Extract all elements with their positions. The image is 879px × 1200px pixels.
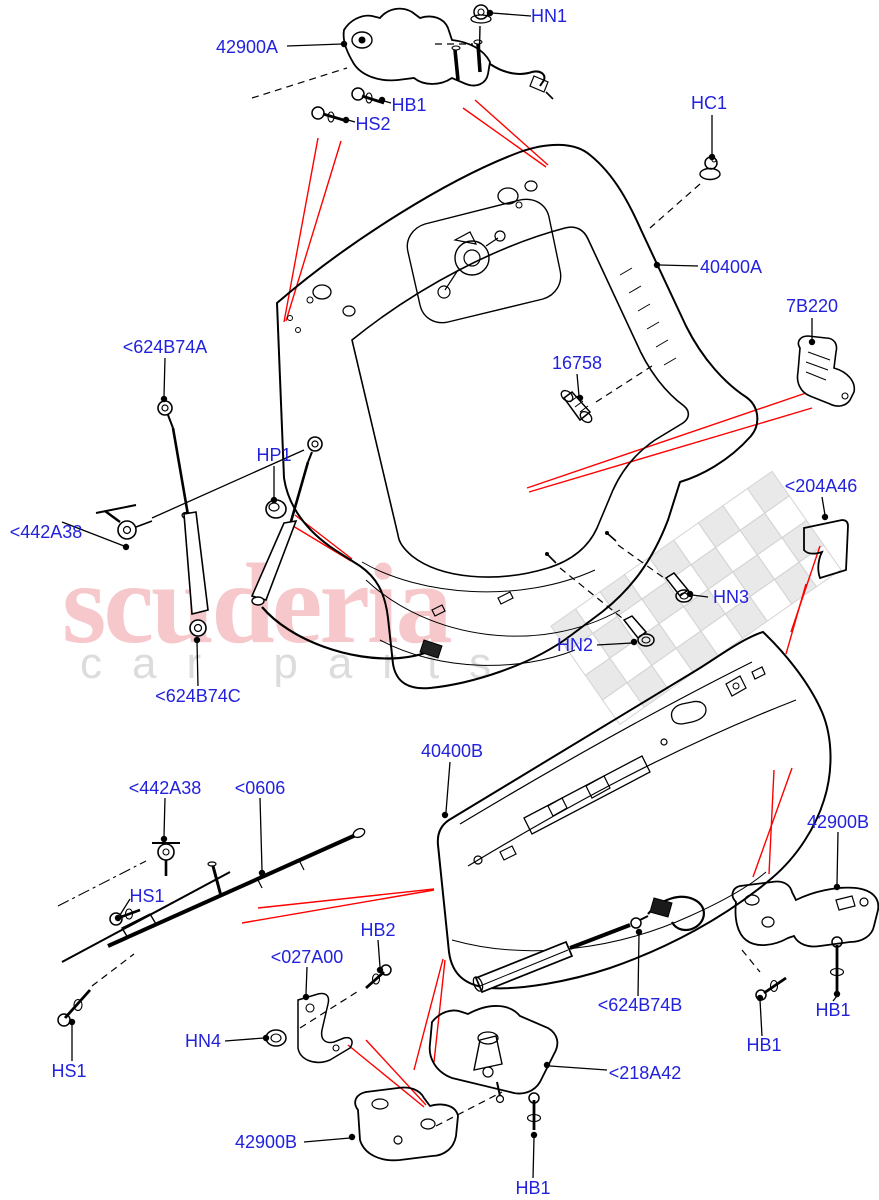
part-label-218A42-27[interactable]: <218A42 xyxy=(608,1063,682,1083)
patch-204A46-drawing xyxy=(803,519,849,580)
part-label-624B74B-22[interactable]: <624B74B xyxy=(597,995,683,1015)
part-label-624B74A-7[interactable]: <624B74A xyxy=(122,337,208,357)
ball-stud-clip-upper-drawing xyxy=(95,504,153,540)
part-label-HP1-9[interactable]: HP1 xyxy=(256,445,292,465)
part-label-HS1-19[interactable]: HS1 xyxy=(129,886,165,906)
part-label-HS1-26[interactable]: HS1 xyxy=(51,1061,87,1081)
power-strut-drawing xyxy=(472,895,705,994)
lower-tailgate-panel-drawing xyxy=(436,630,832,990)
part-label-HS2-3[interactable]: HS2 xyxy=(355,114,391,134)
stud-16758-drawing xyxy=(560,389,593,424)
part-label-HB1-2[interactable]: HB1 xyxy=(391,95,427,115)
part-label-HN2-13[interactable]: HN2 xyxy=(556,635,594,655)
part-label-HN3-12[interactable]: HN3 xyxy=(712,587,750,607)
part-label-HB1-29[interactable]: HB1 xyxy=(515,1178,551,1198)
pin-HN2-drawing xyxy=(622,615,655,647)
leader-lines xyxy=(61,12,839,1179)
part-label-42900B-28[interactable]: 42900B xyxy=(234,1132,298,1152)
torsion-bar-drawing xyxy=(61,827,366,963)
upper-tailgate-frame-drawing xyxy=(275,143,759,690)
dashed-assembly-lines xyxy=(91,43,761,1127)
part-label-42900B-18[interactable]: 42900B xyxy=(806,812,870,832)
part-label-HB2-20[interactable]: HB2 xyxy=(360,920,396,940)
clip-lower-drawing xyxy=(152,842,180,876)
part-label-40400B-15[interactable]: 40400B xyxy=(420,741,484,761)
part-label-442A38-16[interactable]: <442A38 xyxy=(128,778,202,798)
part-label-624B74C-14[interactable]: <624B74C xyxy=(155,686,241,706)
part-label-40400A-5[interactable]: 40400A xyxy=(699,257,763,277)
grommet-HC1-drawing xyxy=(699,156,721,181)
latch-drawing xyxy=(428,1005,559,1130)
part-label-204A46-11[interactable]: <204A46 xyxy=(784,476,858,496)
gas-strut-left-drawing xyxy=(157,400,209,637)
hinge-right-drawing xyxy=(731,880,879,1001)
hinge-nut-bracket-drawing xyxy=(265,964,392,1064)
part-label-027A00-21[interactable]: <027A00 xyxy=(270,947,344,967)
part-label-HC1-4[interactable]: HC1 xyxy=(690,93,728,113)
hinge-cover-7B220-drawing xyxy=(796,335,856,407)
part-label-0606-17[interactable]: <0606 xyxy=(234,778,286,798)
part-label-HN4-25[interactable]: HN4 xyxy=(184,1031,222,1051)
part-label-HB1-23[interactable]: HB1 xyxy=(815,1000,851,1020)
part-label-HB1-24[interactable]: HB1 xyxy=(746,1035,782,1055)
part-label-16758-8[interactable]: 16758 xyxy=(551,353,603,373)
gas-strut-right-drawing xyxy=(250,436,443,660)
lower-strut-rod-drawing xyxy=(57,989,92,1027)
top-bolts-drawing xyxy=(311,4,492,123)
pin-HN3-drawing xyxy=(664,572,693,603)
part-label-442A38-10[interactable]: <442A38 xyxy=(9,522,83,542)
hinge-bottom-drawing xyxy=(354,1086,459,1162)
part-label-7B220-6[interactable]: 7B220 xyxy=(785,296,839,316)
part-label-HN1-1[interactable]: HN1 xyxy=(530,6,568,26)
centerline xyxy=(57,860,147,907)
grommet-HP1-drawing xyxy=(265,499,287,519)
part-label-42900A-0[interactable]: 42900A xyxy=(215,37,279,57)
